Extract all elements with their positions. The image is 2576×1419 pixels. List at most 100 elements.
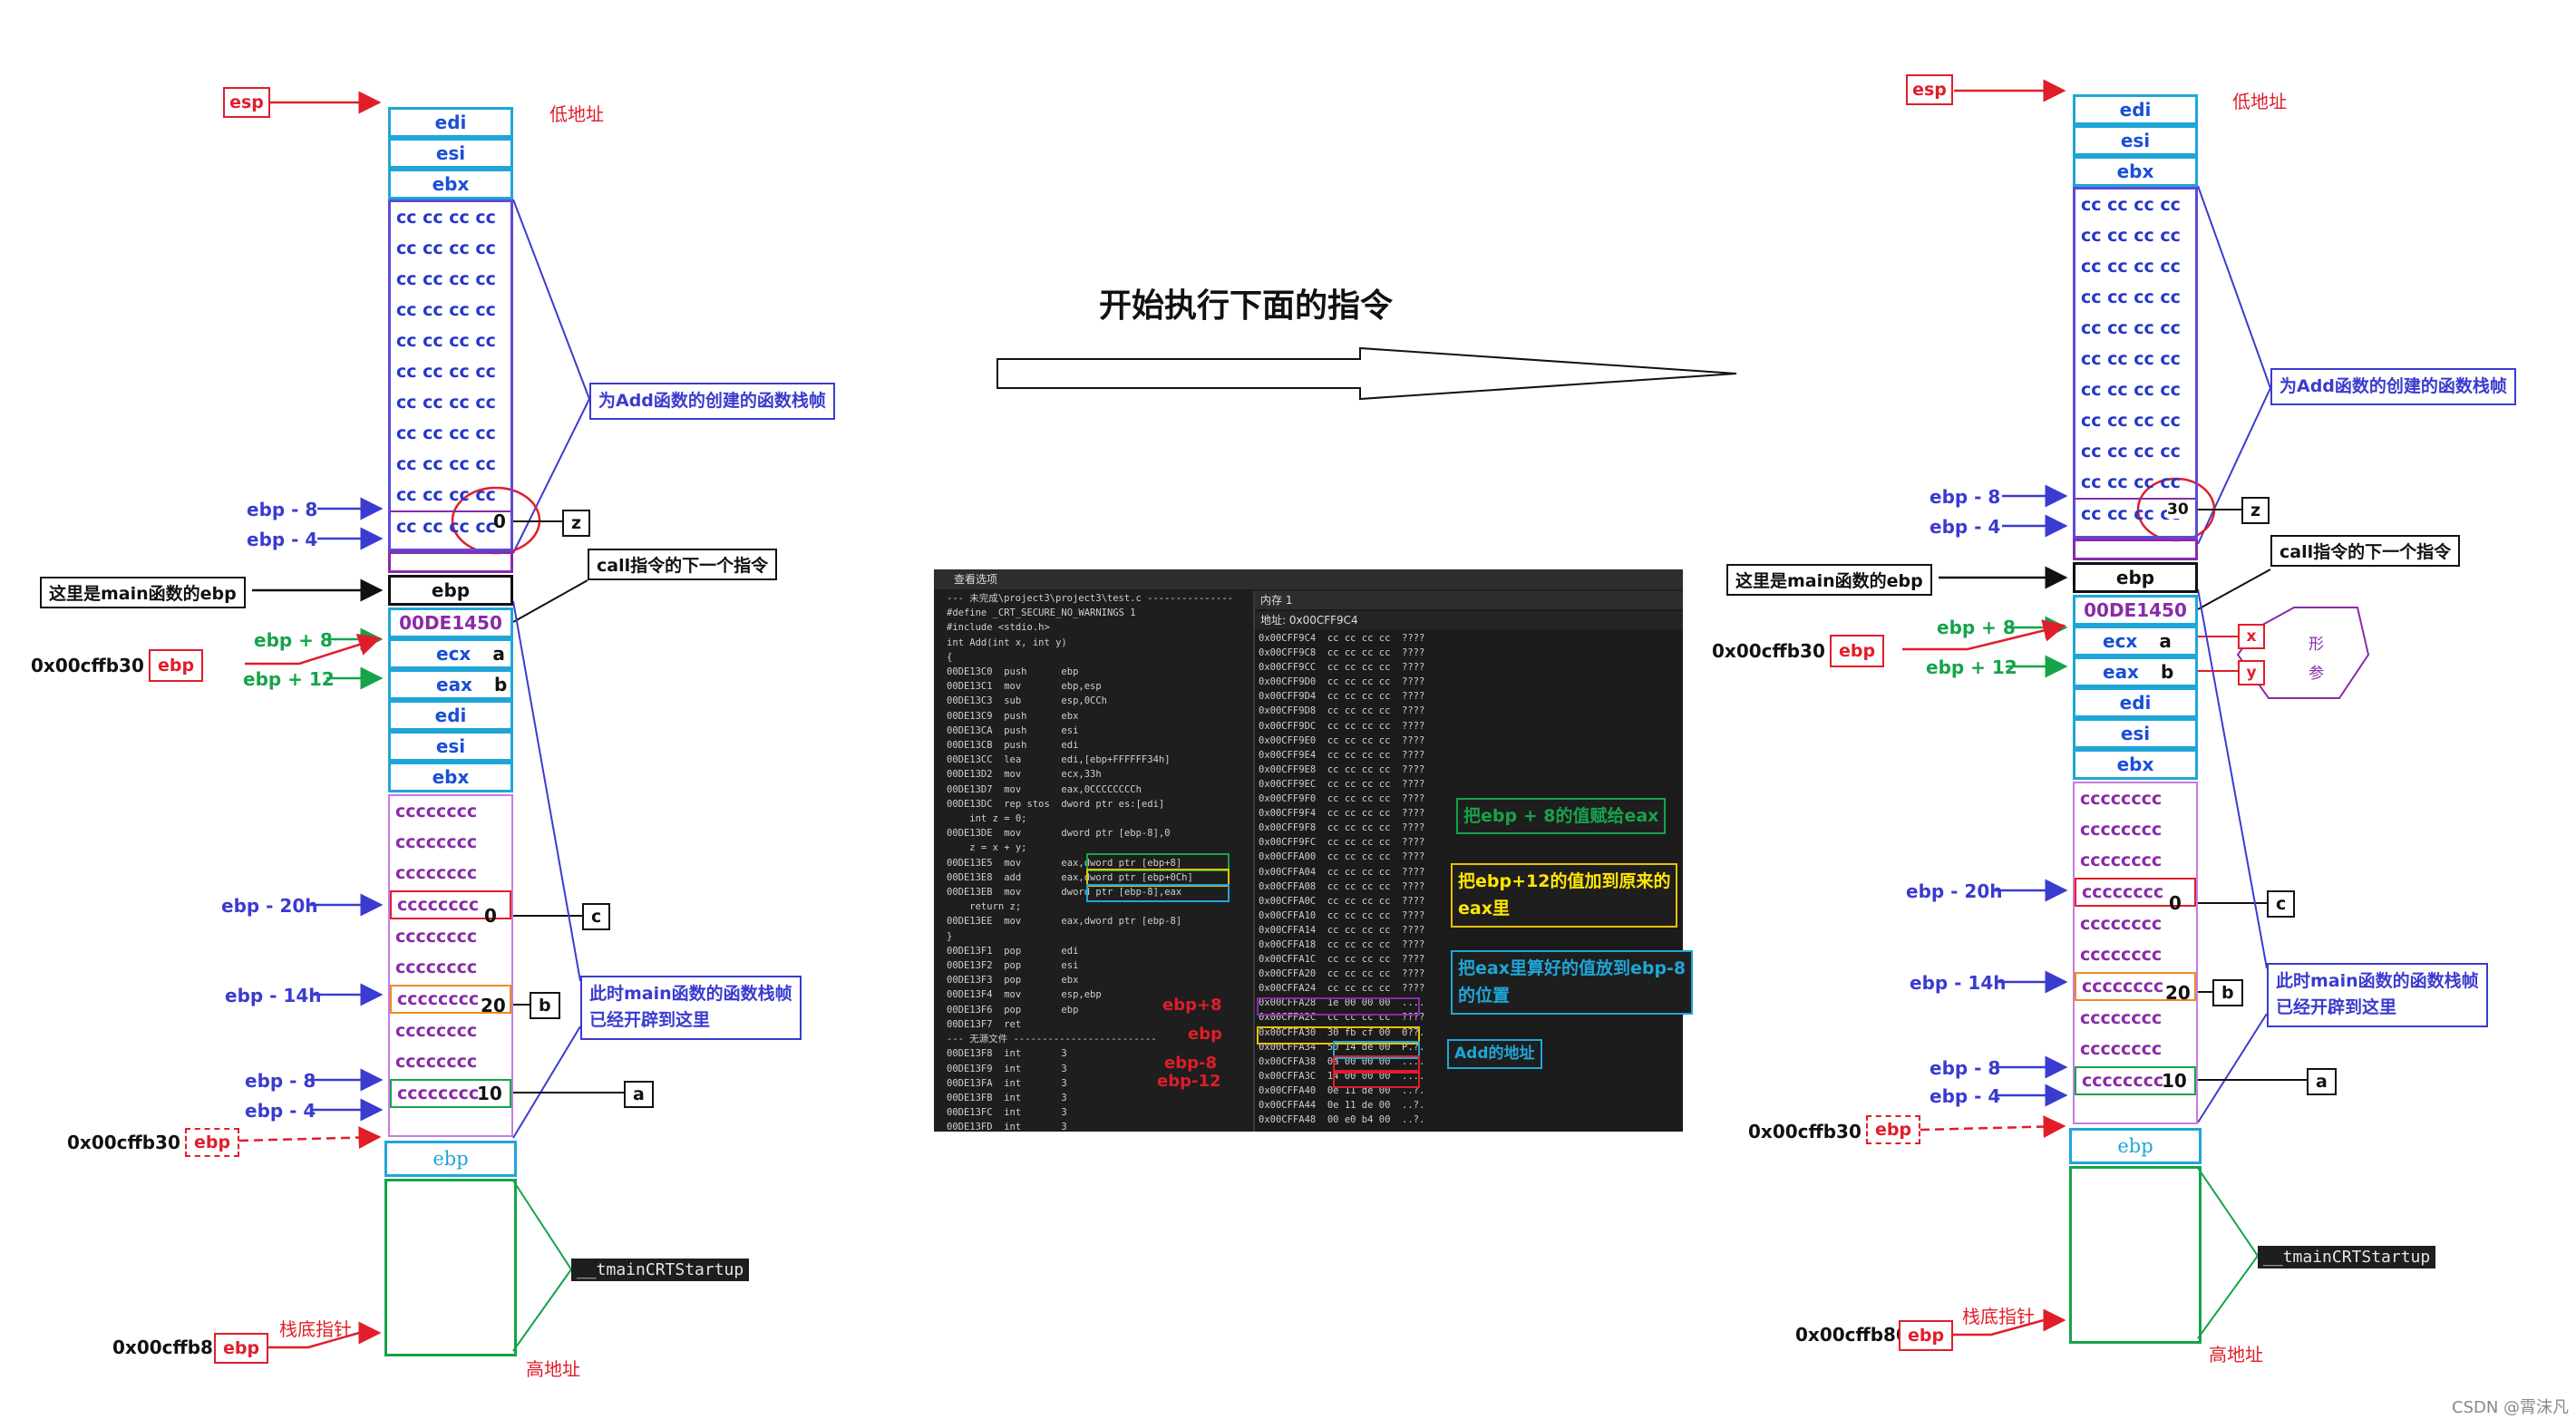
cc-row: cccccccc — [395, 802, 478, 821]
r-add-frame-note: 为Add函数的创建的函数栈帧 — [2270, 368, 2516, 406]
r-ebp-marker: ebp — [1830, 635, 1884, 667]
r-offset-ebp-minus-20h: ebp - 20h — [1906, 880, 2003, 902]
r-stack-esi: esi — [2073, 125, 2198, 156]
ebp-marker: ebp — [149, 649, 203, 682]
cc-row: cccccccc — [395, 957, 478, 977]
cc-row: cc cc cc cc — [396, 208, 496, 228]
r-c-value: 0 — [2169, 892, 2182, 914]
ecx-label: ecx — [436, 643, 471, 665]
r-a-value: 10 — [2162, 1070, 2187, 1092]
ide-ebp-minus-8-label: ebp-8 — [1164, 1054, 1217, 1073]
var-z-label: z — [562, 510, 591, 537]
memory-address-bar[interactable]: 地址: 0x00CFF9C4 — [1255, 611, 1683, 629]
r-var-a-label: a — [2307, 1068, 2337, 1095]
cc-row-z: cc cc cc cc — [2075, 498, 2195, 529]
anno-add-address: Add的地址 — [1447, 1039, 1542, 1070]
add-frame-note: 为Add函数的创建的函数栈帧 — [589, 383, 835, 421]
watermark: CSDN @霄沫凡 — [2452, 1398, 2570, 1417]
param-a-label: a — [492, 643, 505, 665]
r-add-frame-block: cc cc cc cc cc cc cc cc cc cc cc cc cc c… — [2073, 187, 2198, 539]
anno-add-eax-line2: eax里 — [1458, 899, 1510, 919]
r-stack-ebx-main: ebx — [2073, 749, 2198, 780]
cc-row: cc cc cc cc — [2081, 226, 2181, 246]
cc-row: cccccccc — [2080, 1039, 2163, 1059]
addr-0x00cffb30: 0x00cffb30 — [31, 655, 144, 676]
cc-row: cc cc cc cc — [2081, 195, 2181, 215]
esp-label: esp — [223, 87, 270, 118]
tmain-frame-block — [384, 1179, 517, 1356]
r-tmain-label: __tmainCRTStartup — [2258, 1246, 2436, 1268]
r-param-b-label: b — [2160, 661, 2174, 683]
r-call-next-note: call指令的下一个指令 — [2270, 535, 2461, 567]
cc-row-z: cc cc cc cc — [391, 510, 510, 541]
offset-ebp-minus-4: ebp - 4 — [247, 529, 318, 550]
formal-param-label-1: 形 — [2309, 636, 2324, 654]
offset-ebp-minus-8: ebp - 8 — [247, 499, 318, 520]
ide-ebp-minus-12-label: ebp-12 — [1157, 1072, 1221, 1091]
var-c-label: c — [582, 903, 611, 930]
cc-row: cccccccc — [395, 863, 478, 883]
stack-edi: edi — [388, 107, 513, 138]
r-b-value: 20 — [2165, 982, 2191, 1004]
disassembly-code: --- 未完成\project3\project3\test.c -------… — [947, 593, 1233, 1132]
cc-row: cccccccc — [2080, 820, 2163, 840]
cc-row: cccccccc — [2080, 789, 2163, 809]
cc-row: cc cc cc cc — [2081, 257, 2181, 277]
r-stack-return-address: 00DE1450 — [2073, 595, 2198, 626]
r-ecx-label: ecx — [2103, 630, 2138, 652]
memory-dump: 0x00CFF9C4 cc cc cc cc ???? 0x00CFF9C8 c… — [1259, 633, 1425, 1126]
hl-mem-ebp-plus-8 — [1257, 997, 1420, 1016]
stack-main-ebp: ebp — [384, 1141, 517, 1177]
offset-ebp-minus-14h: ebp - 14h — [225, 985, 322, 1006]
r-addr-0x00cffb30: 0x00cffb30 — [1712, 640, 1825, 662]
stack-old-ebp: ebp — [388, 575, 513, 606]
offset-ebp-minus-20h: ebp - 20h — [221, 895, 318, 917]
hl-ebp-plus-8 — [1086, 853, 1230, 871]
anno-store-result-line1: 把eax里算好的值放到ebp-8 — [1458, 958, 1687, 978]
ebp-bottom-marker: ebp — [214, 1333, 268, 1364]
cc-row-c: cccccccc — [390, 890, 511, 919]
r-stack-bottom-label: 栈底指针 — [1962, 1306, 2035, 1327]
cc-row: cccccccc — [2080, 850, 2163, 870]
r-stack-empty-slot — [2073, 539, 2198, 560]
stack-esi-main: esi — [388, 731, 513, 762]
param-b-label: b — [493, 674, 508, 695]
stack-ebx: ebx — [388, 169, 513, 199]
r-stack-ebx: ebx — [2073, 156, 2198, 187]
var-b-label: b — [530, 992, 560, 1019]
high-address-label: 高地址 — [526, 1358, 580, 1380]
r-offset-ebp-minus-4-main: ebp - 4 — [1930, 1085, 2001, 1107]
big-arrow — [996, 346, 1737, 401]
r-eax-label: eax — [2103, 661, 2139, 683]
r-main-frame-note-line2: 已经开辟到这里 — [2276, 997, 2397, 1018]
main-frame-note-line2: 已经开辟到这里 — [589, 1010, 711, 1031]
cc-row-b: cccccccc — [390, 985, 511, 1014]
hl-ebp-plus-0ch — [1086, 869, 1230, 887]
r-stack-main-ebp: ebp — [2069, 1128, 2202, 1164]
tmain-label: __tmainCRTStartup — [571, 1259, 750, 1281]
anno-mov-eax: 把ebp + 8的值赋给eax — [1456, 798, 1667, 835]
cc-row: cc cc cc cc — [2081, 380, 2181, 400]
cc-row: cc cc cc cc — [396, 485, 496, 505]
main-ebp-note: 这里是main函数的ebp — [40, 577, 246, 608]
stack-bottom-label: 栈底指针 — [279, 1318, 352, 1340]
ide-header: 查看选项 — [934, 569, 1683, 589]
r-main-ebp-note: 这里是main函数的ebp — [1726, 564, 1932, 596]
hl-mem-ebp — [1257, 1026, 1420, 1045]
addr-0x00cffb30-main: 0x00cffb30 — [67, 1132, 180, 1153]
cc-row: cc cc cc cc — [396, 269, 496, 289]
cc-row: cccccccc — [395, 1021, 478, 1041]
param-y-label: y — [2238, 660, 2265, 685]
cc-row: cccccccc — [2080, 945, 2163, 965]
offset-ebp-minus-4-main: ebp - 4 — [245, 1100, 316, 1122]
cc-row: cc cc cc cc — [2081, 442, 2181, 462]
low-address-label: 低地址 — [549, 103, 604, 125]
cc-row: cccccccc — [395, 927, 478, 947]
offset-ebp-plus-8: ebp + 8 — [254, 629, 333, 651]
var-a-label: a — [624, 1081, 654, 1108]
